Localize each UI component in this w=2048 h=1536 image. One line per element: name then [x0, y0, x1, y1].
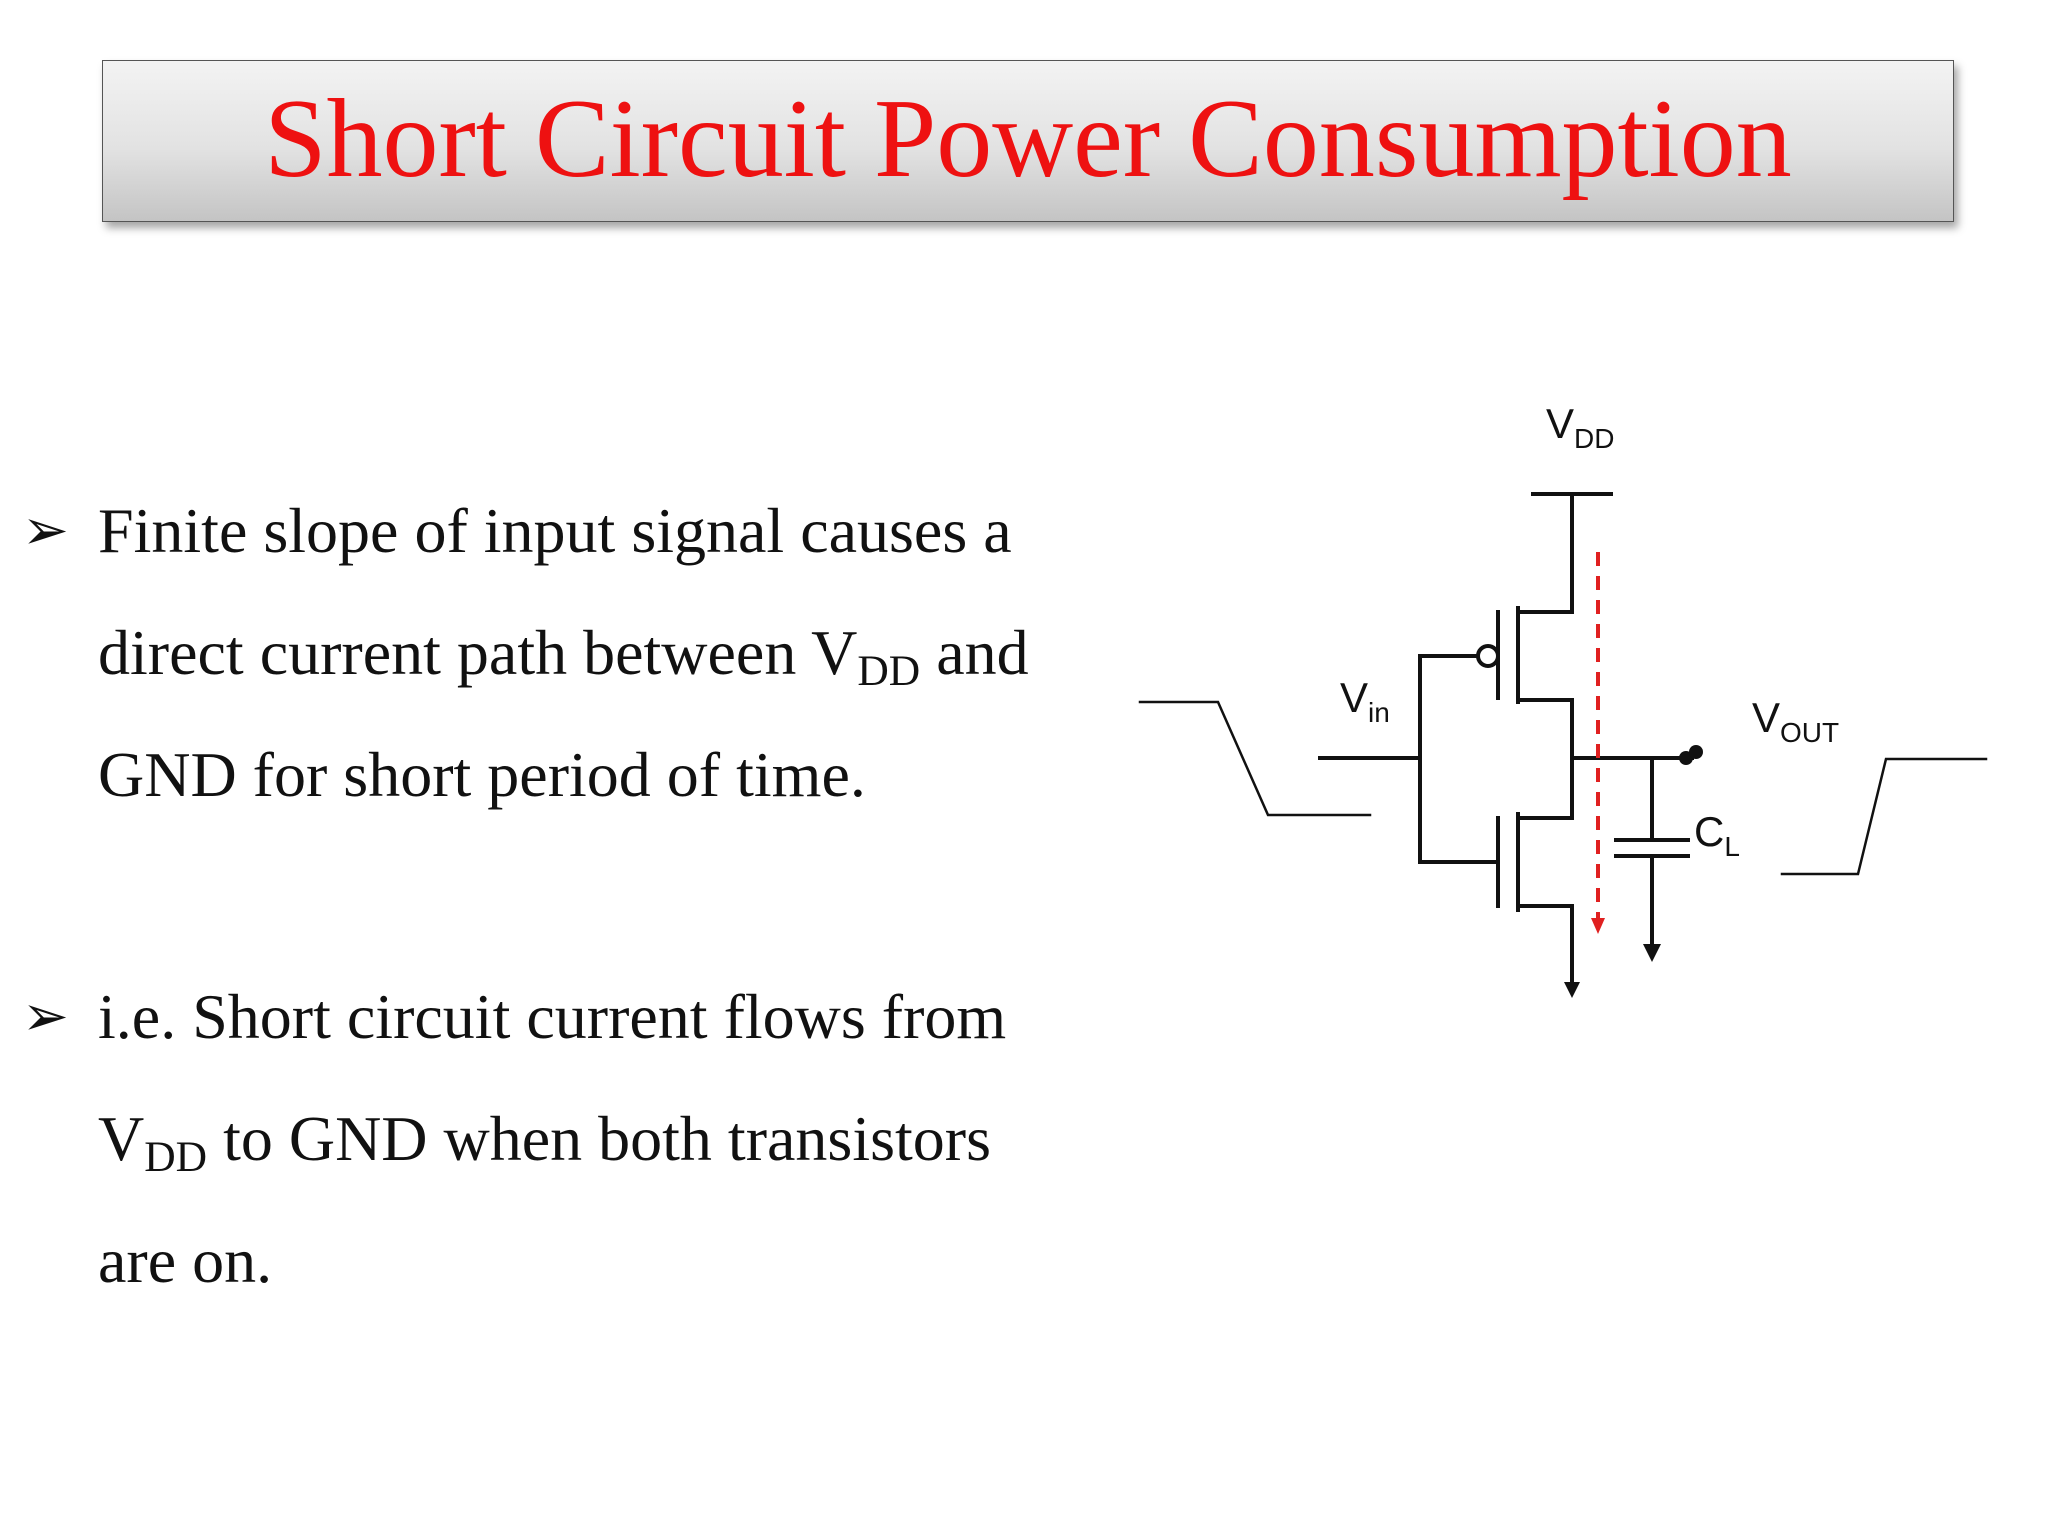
input-waveform	[1138, 700, 1372, 817]
bullet-arrow-icon: ➢	[22, 498, 69, 563]
vin-label: Vin	[1340, 674, 1390, 728]
gnd-arrow-icon	[1564, 982, 1580, 998]
vdd-label: VDD	[1546, 400, 1614, 454]
pmos-drain-wire	[1516, 698, 1574, 820]
bullet-item: ➢ i.e. Short circuit current flows from …	[22, 956, 1132, 1322]
bullet-line: VDD to GND when both transistors	[98, 1103, 992, 1181]
pmos-source-wire	[1516, 492, 1574, 614]
bullet-line: Finite slope of input signal causes a	[98, 495, 1012, 566]
cmos-inverter-diagram: VDD Vin VOUT CL	[1138, 400, 1988, 998]
vout-label: VOUT	[1752, 694, 1839, 748]
subscript: DD	[144, 1132, 208, 1181]
output-node-dot	[1689, 745, 1703, 759]
bullet-text: Finite slope of input signal causes a di…	[98, 470, 1029, 836]
circuit-wires	[1138, 492, 1988, 984]
title-bar: Short Circuit Power Consumption	[102, 60, 1954, 222]
bullet-item: ➢ Finite slope of input signal causes a …	[22, 470, 1132, 836]
subscript: DD	[857, 646, 921, 695]
bullet-line: are on.	[98, 1225, 273, 1296]
pmos-gate-bubble	[1476, 644, 1500, 668]
bullet-text: i.e. Short circuit current flows from VD…	[98, 956, 1006, 1322]
bullet-line: direct current path between VDD and	[98, 617, 1029, 695]
bullet-arrow-icon: ➢	[22, 984, 69, 1049]
slide-title: Short Circuit Power Consumption	[264, 77, 1792, 201]
bullet-list: ➢ Finite slope of input signal causes a …	[22, 470, 1132, 1322]
capacitor-gnd-arrow-icon	[1643, 944, 1661, 962]
nmos-source-wire	[1516, 904, 1574, 984]
short-circuit-arrow-icon	[1591, 918, 1605, 934]
bullet-line: i.e. Short circuit current flows from	[98, 981, 1007, 1052]
output-waveform	[1780, 757, 1988, 876]
cl-label: CL	[1694, 808, 1740, 862]
bullet-line: GND for short period of time.	[98, 739, 866, 810]
